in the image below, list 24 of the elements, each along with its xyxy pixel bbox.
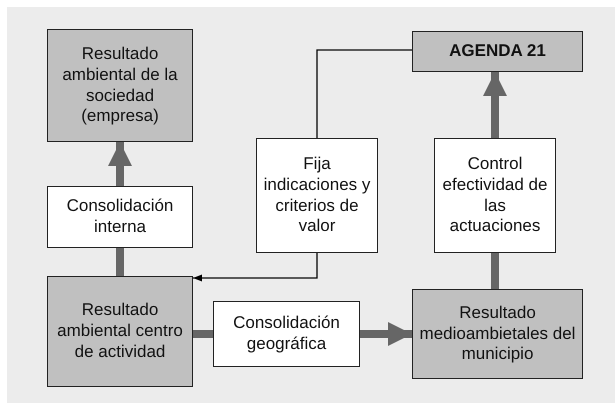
node-label: Control efectividad de las actuaciones	[442, 154, 548, 237]
agenda-box	[412, 31, 583, 72]
result-box	[47, 276, 193, 387]
connector-line	[316, 49, 412, 138]
node-label: Resultado medioambietales del municipio	[418, 302, 576, 366]
arrow	[108, 142, 132, 186]
result-box	[47, 29, 193, 142]
process-box	[256, 138, 378, 253]
node-label: Consolidación geográfica	[232, 313, 341, 355]
process-box	[213, 301, 360, 367]
node-label: Resultado ambiental de la sociedad (empresa)	[61, 44, 179, 127]
arrow	[193, 253, 318, 282]
process-box	[434, 138, 556, 253]
result-box	[412, 289, 583, 379]
arrow	[483, 72, 507, 138]
connector-line	[491, 253, 499, 289]
connector-line	[116, 248, 124, 276]
arrow	[360, 322, 412, 346]
node-label: Consolidación interna	[66, 196, 174, 238]
connector-line	[193, 330, 213, 338]
node-label: Fija indicaciones y criterios de valor	[262, 154, 372, 237]
process-box	[47, 186, 193, 248]
node-label: AGENDA 21	[448, 41, 547, 62]
node-label: Resultado ambiental centro de actividad	[56, 300, 184, 363]
